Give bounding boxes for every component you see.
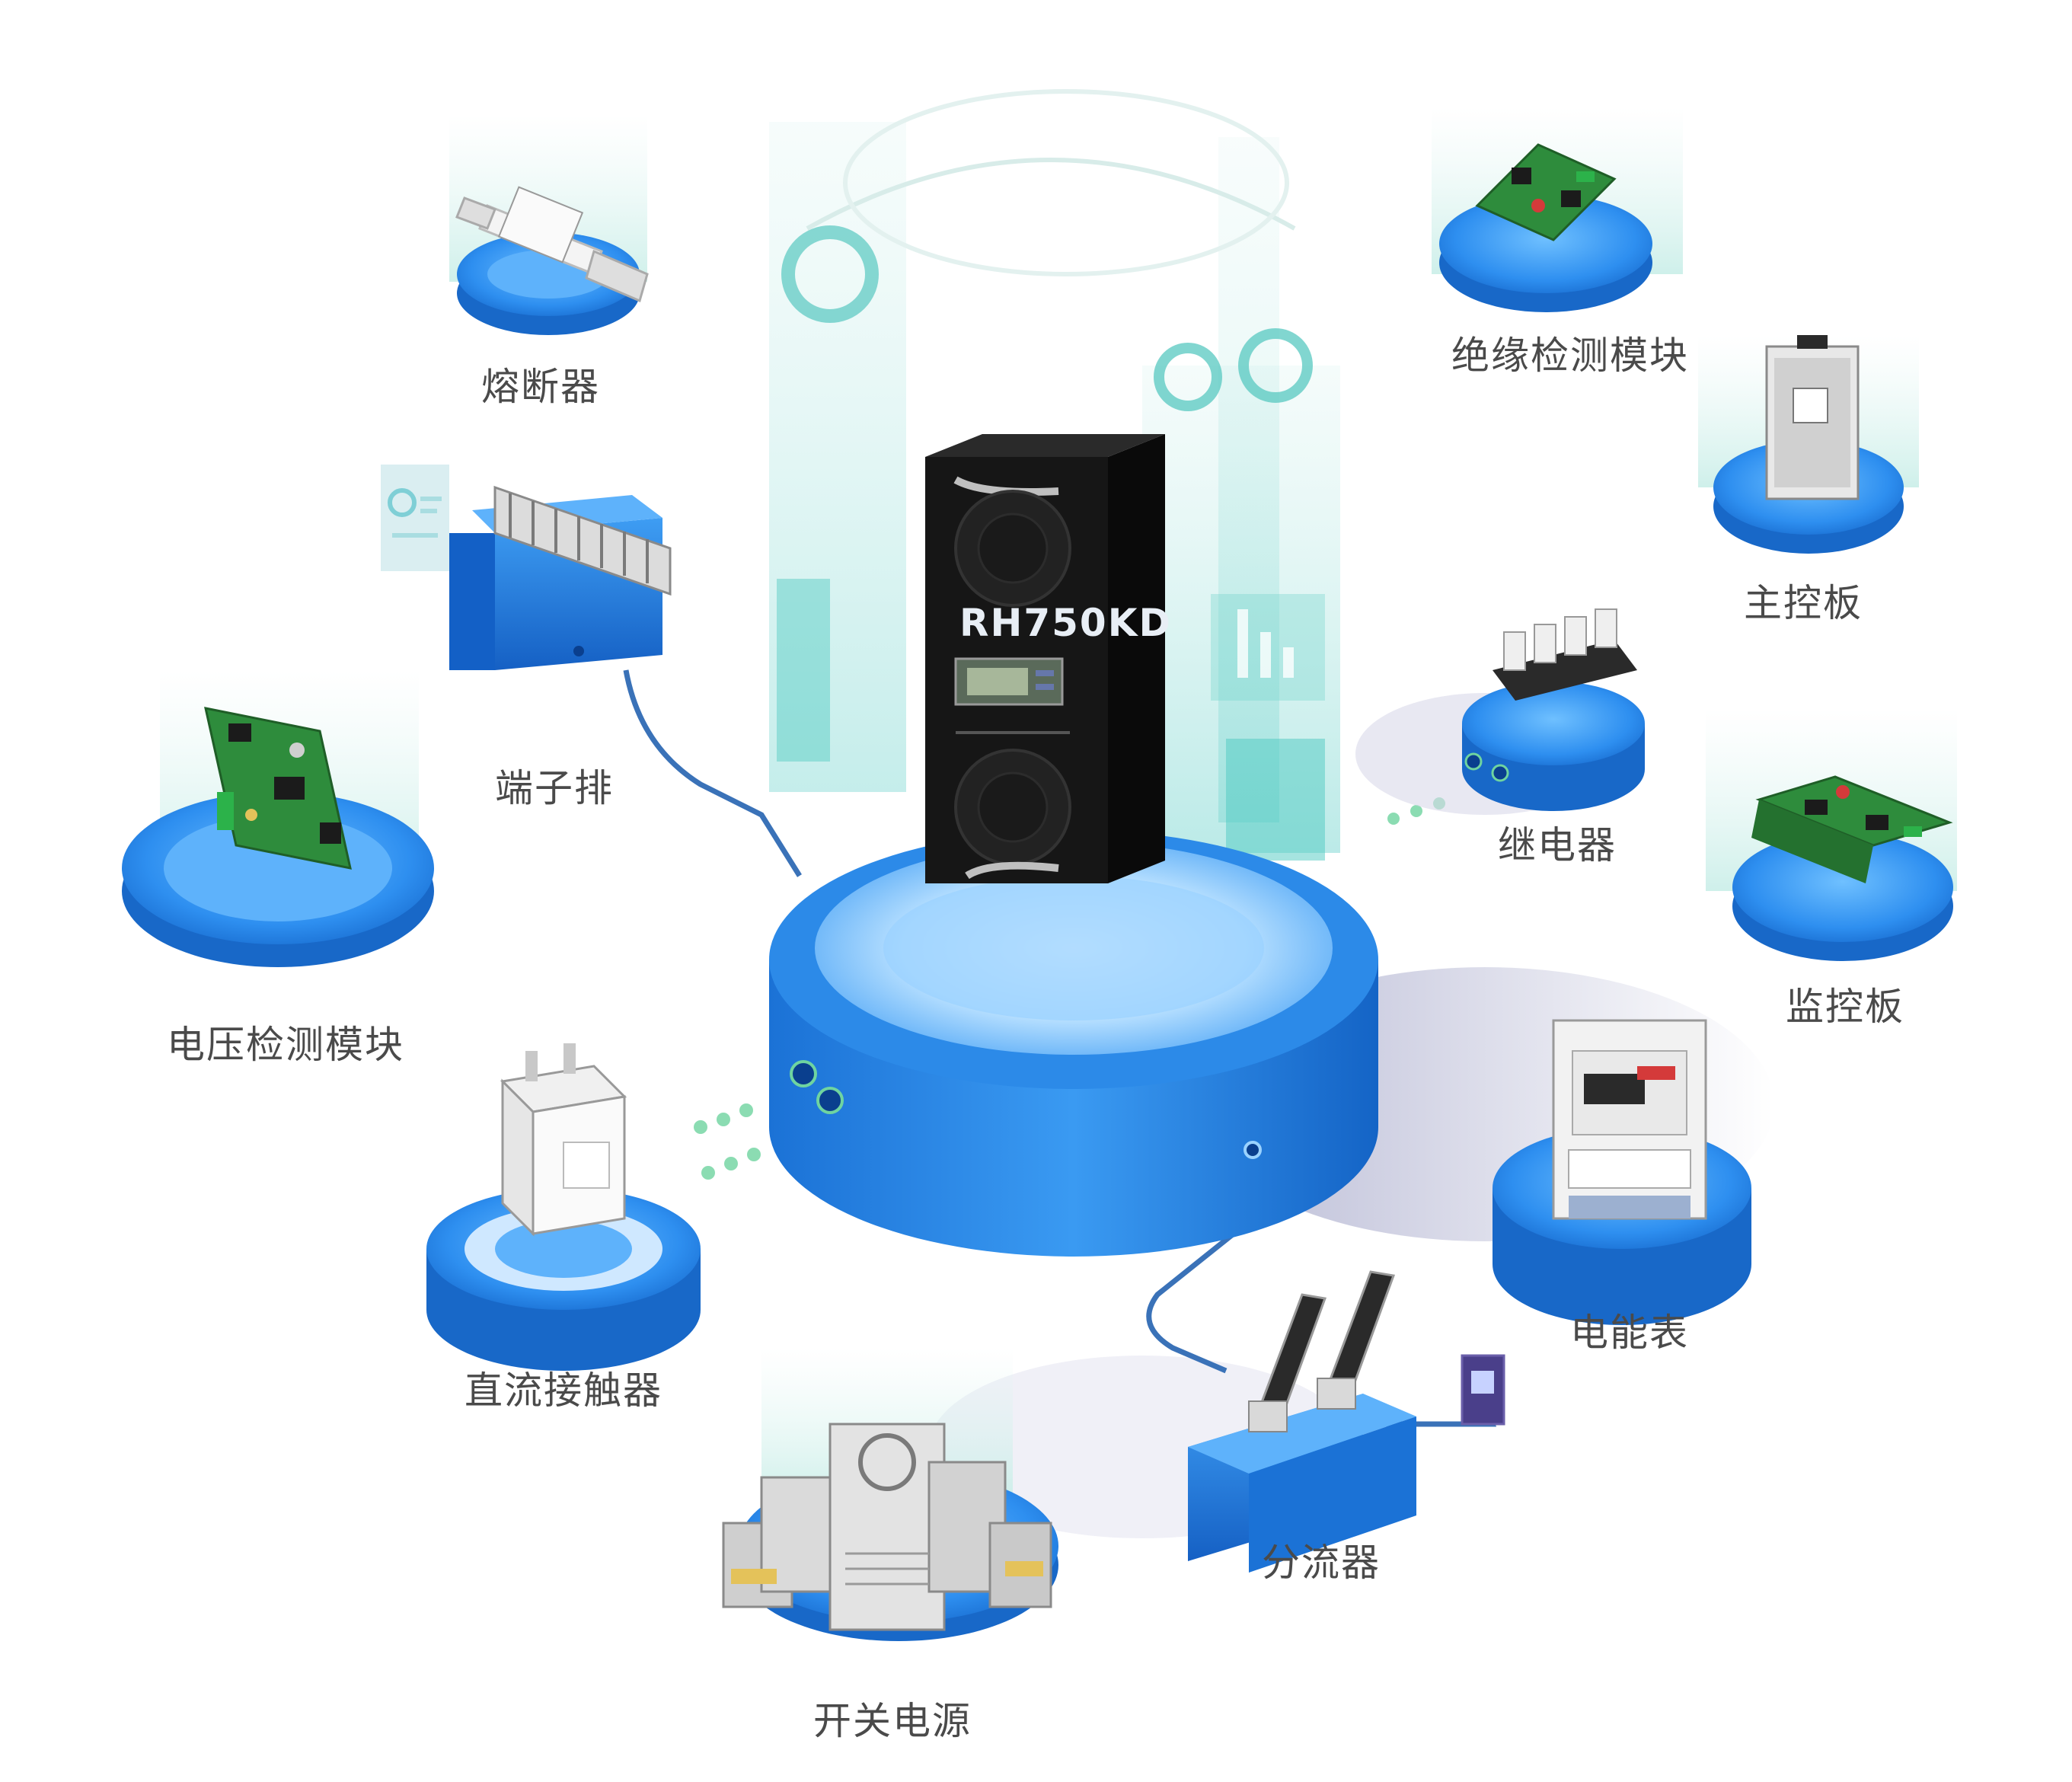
glass-cylinder	[769, 89, 1340, 861]
power-supply-icon	[722, 1423, 1052, 1631]
insulation-module-node	[1432, 107, 1683, 312]
port-icon	[790, 1060, 817, 1087]
label-main-control-board: 主控板	[1744, 581, 1863, 625]
shunt-node	[1188, 1270, 1505, 1573]
label-monitoring-board: 监控板	[1786, 985, 1904, 1029]
label-energy-meter: 电能表	[1570, 1311, 1689, 1355]
relay-icon	[1493, 608, 1637, 701]
port-icon	[1464, 752, 1483, 771]
top-handle-icon	[953, 476, 1059, 496]
monitoring-board-node	[1706, 708, 1957, 961]
label-voltage-module: 电压检测模块	[167, 1023, 404, 1067]
terminal-block-node	[449, 485, 672, 670]
label-shunt: 分流器	[1262, 1541, 1381, 1585]
circuit-board-icon	[204, 707, 352, 870]
floating-ui-card	[381, 465, 449, 571]
label-switching-power: 开关电源	[813, 1699, 972, 1743]
label-terminal-block: 端子排	[495, 766, 614, 810]
glass-ring-icon	[1238, 328, 1313, 403]
central-platform	[769, 830, 1378, 1257]
fan-grille-icon	[858, 1433, 916, 1491]
terminal-strip-icon	[493, 485, 672, 596]
control-box-icon	[1765, 335, 1860, 500]
label-dc-contactor: 直流接触器	[465, 1368, 662, 1413]
rh750kd-device: RH750KD	[925, 434, 1172, 883]
relay-node	[1355, 608, 1645, 815]
fuse-node	[449, 114, 649, 335]
switching-power-node	[722, 1348, 1058, 1641]
glass-ring-icon	[781, 225, 879, 323]
port-icon	[1244, 1141, 1262, 1159]
voltage-module-node	[122, 670, 434, 967]
shunt-meter-icon	[1461, 1354, 1505, 1426]
port-icon	[816, 1087, 844, 1114]
circuit-board-icon	[1751, 775, 1953, 883]
main-control-board-node	[1698, 335, 1919, 554]
glass-ring-icon	[1154, 343, 1222, 411]
fuse-icon	[455, 186, 649, 303]
port-icon	[1491, 764, 1509, 782]
label-insulation-module: 绝缘检测模块	[1451, 334, 1689, 378]
circuit-board-icon	[1475, 143, 1617, 241]
energy-meter-node	[1493, 1019, 1751, 1325]
label-relay: 继电器	[1498, 823, 1617, 867]
bottom-handle-icon	[965, 861, 1059, 880]
energy-meter-icon	[1552, 1019, 1707, 1220]
device-model-label: RH750KD	[959, 601, 1172, 645]
shunt-icon	[1248, 1270, 1396, 1432]
dc-contactor-node	[426, 1043, 701, 1371]
contactor-icon	[500, 1043, 627, 1237]
label-fuse: 熔断器	[481, 365, 600, 409]
